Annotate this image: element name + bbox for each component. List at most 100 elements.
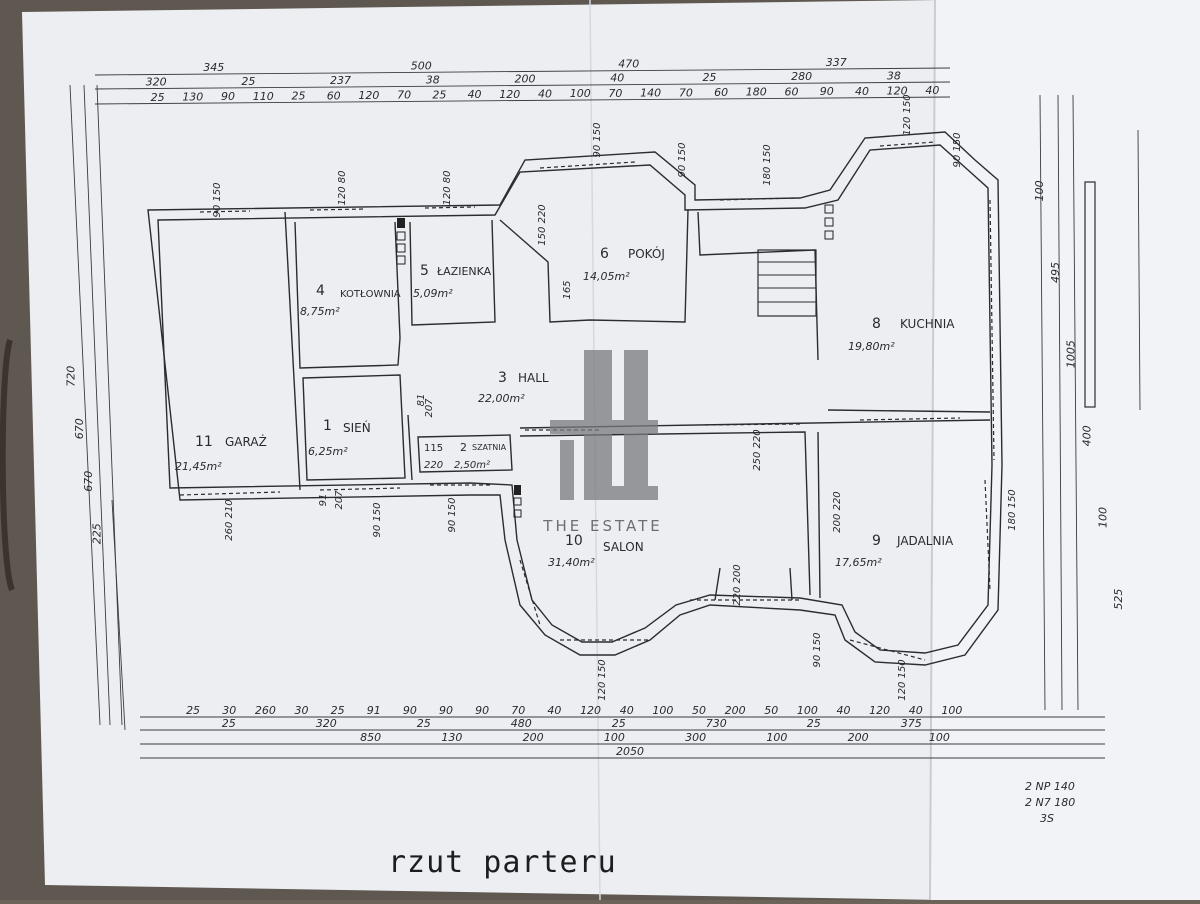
dimension-label: 480 xyxy=(511,717,532,730)
dimension-label: 237 xyxy=(330,74,351,87)
svg-text:11: 11 xyxy=(195,434,213,450)
svg-text:8,75m²: 8,75m² xyxy=(300,305,340,318)
svg-text:5: 5 xyxy=(420,263,429,279)
dimension-label: 60 xyxy=(327,89,341,102)
dimension-label: 670 xyxy=(73,418,86,439)
dimension-label: 25 xyxy=(702,71,716,84)
dimension-label: 120 xyxy=(499,88,520,101)
dimension-label: 500 xyxy=(411,59,432,72)
inner-dimension-label: 90 150 xyxy=(677,143,688,178)
dimension-label: 40 xyxy=(909,704,923,717)
inner-dimension-label: 90 150 xyxy=(952,133,963,168)
dimension-label: 850 xyxy=(360,731,381,744)
building-walls xyxy=(147,131,1003,666)
inner-dimension-label: 90 150 xyxy=(812,633,823,668)
svg-text:POKÓJ: POKÓJ xyxy=(628,246,665,261)
inner-dimension-label: 207 xyxy=(334,490,345,510)
notes: 2 NP 140 2 N7 180 3S xyxy=(1025,780,1075,825)
dimension-label: 91 xyxy=(367,704,381,717)
binder-ring xyxy=(0,339,15,592)
dimension-label: 25 xyxy=(186,704,200,717)
dimension-label: 130 xyxy=(441,731,462,744)
svg-text:6: 6 xyxy=(600,246,609,262)
dimension-label: 25 xyxy=(417,717,431,730)
note-line: 2 N7 180 xyxy=(1025,796,1075,809)
dimension-label: 337 xyxy=(826,56,847,69)
dimension-label: 470 xyxy=(618,58,639,71)
svg-text:HALL: HALL xyxy=(518,371,549,385)
room-label-6: 6 POKÓJ 14,05m² xyxy=(583,246,665,283)
dimension-label: 180 xyxy=(746,86,767,99)
dimension-label: 300 xyxy=(685,731,706,744)
dimension-label: 100 xyxy=(604,731,625,744)
paper-right-sheet xyxy=(930,0,1200,900)
dimension-label: 670 xyxy=(82,471,95,492)
inner-dimension-label: 260 210 xyxy=(224,499,235,540)
svg-text:SZATNIA: SZATNIA xyxy=(472,443,507,452)
svg-text:8: 8 xyxy=(872,316,881,332)
dimension-label: 1005 xyxy=(1065,340,1078,368)
inner-dimension-label: 120 80 xyxy=(337,171,348,206)
dimension-label: 40 xyxy=(468,88,482,101)
dimension-label: 730 xyxy=(706,717,727,730)
inner-dimension-label: 150 220 xyxy=(537,204,548,245)
svg-text:SIEŃ: SIEŃ xyxy=(343,420,371,435)
svg-text:KOTŁOWNIA: KOTŁOWNIA xyxy=(340,289,401,300)
dimension-label: 120 xyxy=(869,704,890,717)
dimension-label: 720 xyxy=(64,366,77,387)
room-label-4: 4 KOTŁOWNIA 8,75m² xyxy=(300,283,401,318)
svg-text:2: 2 xyxy=(460,441,467,454)
dimension-label: 200 xyxy=(515,73,536,86)
note-line: 2 NP 140 xyxy=(1025,780,1075,793)
inner-dimension-label: 120 150 xyxy=(902,94,913,135)
dimension-label: 90 xyxy=(820,85,834,98)
dimension-label: 120 xyxy=(358,89,379,102)
svg-text:3: 3 xyxy=(498,370,507,386)
svg-text:31,40m²: 31,40m² xyxy=(548,556,595,569)
dimension-label: 400 xyxy=(1080,425,1093,446)
dimension-label: 130 xyxy=(182,91,203,104)
inner-dimension-label: 90 150 xyxy=(447,498,458,533)
dimension-label: 100 xyxy=(652,704,673,717)
note-line: 3S xyxy=(1040,812,1054,825)
right-dimension-lines xyxy=(1039,94,1141,711)
dimension-label: 25 xyxy=(291,90,305,103)
dimension-label: 495 xyxy=(1049,262,1062,283)
dimension-label: 38 xyxy=(426,73,440,86)
svg-text:5,09m²: 5,09m² xyxy=(413,287,453,300)
inner-dimension-label: 120 150 xyxy=(597,659,608,700)
dimension-label: 110 xyxy=(253,90,274,103)
room-label-5: 5 ŁAZIENKA 5,09m² xyxy=(413,263,492,300)
dimension-label: 40 xyxy=(837,704,851,717)
svg-text:6,25m²: 6,25m² xyxy=(308,445,348,458)
dimension-label: 120 xyxy=(580,704,601,717)
dimension-label: 320 xyxy=(146,76,167,89)
dimension-label: 25 xyxy=(612,717,626,730)
room-label-10: 10 SALON 31,40m² xyxy=(548,533,644,569)
svg-text:4: 4 xyxy=(316,283,325,299)
svg-text:9: 9 xyxy=(872,533,881,549)
dimension-label: 40 xyxy=(855,85,869,98)
watermark-logo xyxy=(550,350,658,500)
dimension-label: 120 xyxy=(887,84,908,97)
dimension-label: 90 xyxy=(403,704,417,717)
dimension-label: 345 xyxy=(203,61,224,74)
room-labels: 1 SIEŃ 6,25m² 115 2 SZATNIA 220 2,50m² 3… xyxy=(175,246,955,569)
dimension-label: 200 xyxy=(725,704,746,717)
dimension-label: 100 xyxy=(797,704,818,717)
room-label-3: 3 HALL 22,00m² xyxy=(478,370,549,405)
paper-left-sheet xyxy=(22,0,940,900)
dimension-label: 525 xyxy=(1112,589,1125,610)
dimension-label: 375 xyxy=(901,717,922,730)
dimension-label: 25 xyxy=(241,75,255,88)
inner-dimension-label: 120 80 xyxy=(442,171,453,206)
svg-text:KUCHNIA: KUCHNIA xyxy=(900,317,955,331)
svg-text:22,00m²: 22,00m² xyxy=(478,392,525,405)
dimension-label: 90 xyxy=(475,704,489,717)
